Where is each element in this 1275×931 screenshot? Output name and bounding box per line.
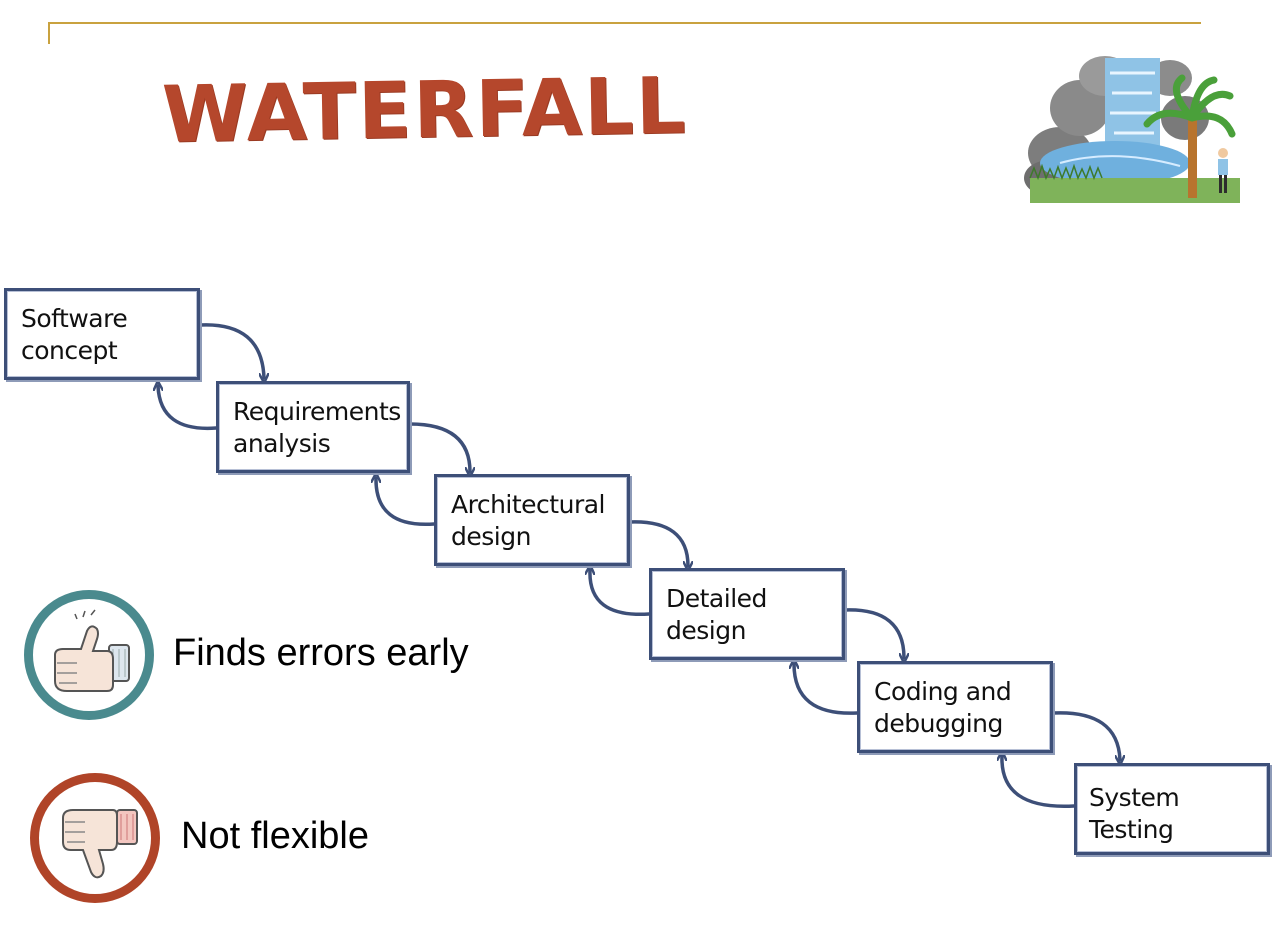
step-software-concept: Software concept [4, 288, 200, 380]
con-text: Not flexible [181, 815, 369, 857]
water [1040, 58, 1190, 185]
step-architectural-design: Architectural design [434, 474, 630, 566]
header-rule [48, 22, 1201, 24]
person [1218, 148, 1228, 193]
step-system-testing: System Testing [1074, 763, 1270, 855]
pro-text: Finds errors early [173, 632, 469, 674]
waterfall-illustration-icon [1024, 56, 1240, 203]
feedback-arrow-3 [590, 570, 651, 617]
step-label: Requirements analysis [233, 397, 401, 458]
thumbs-down-icon [62, 809, 138, 879]
step-label: Software concept [21, 304, 128, 365]
step-detailed-design: Detailed design [649, 568, 845, 660]
forward-arrow-1 [198, 323, 264, 378]
thumbs-up-icon [54, 609, 130, 692]
step-label: Detailed design [666, 584, 767, 645]
palm-tree [1143, 74, 1236, 198]
header-rule-tick [48, 22, 50, 44]
feedback-arrow-1 [158, 386, 218, 431]
step-label: System Testing [1089, 783, 1180, 844]
feedback-arrow-4 [794, 664, 859, 715]
forward-arrow-4 [843, 608, 904, 658]
grass [1029, 163, 1240, 203]
con-badge [30, 773, 160, 903]
arrow-layer [158, 323, 1120, 808]
pro-badge [24, 590, 154, 720]
feedback-arrow-5 [1002, 756, 1076, 808]
step-coding-and-debugging: Coding and debugging [857, 661, 1053, 753]
step-requirements-analysis: Requirements analysis [216, 381, 410, 473]
forward-arrow-3 [628, 520, 688, 566]
feedback-arrow-2 [376, 478, 436, 527]
forward-arrow-5 [1051, 711, 1120, 760]
forward-arrow-2 [408, 422, 470, 472]
step-label: Architectural design [451, 490, 606, 551]
step-label: Coding and debugging [874, 677, 1012, 738]
